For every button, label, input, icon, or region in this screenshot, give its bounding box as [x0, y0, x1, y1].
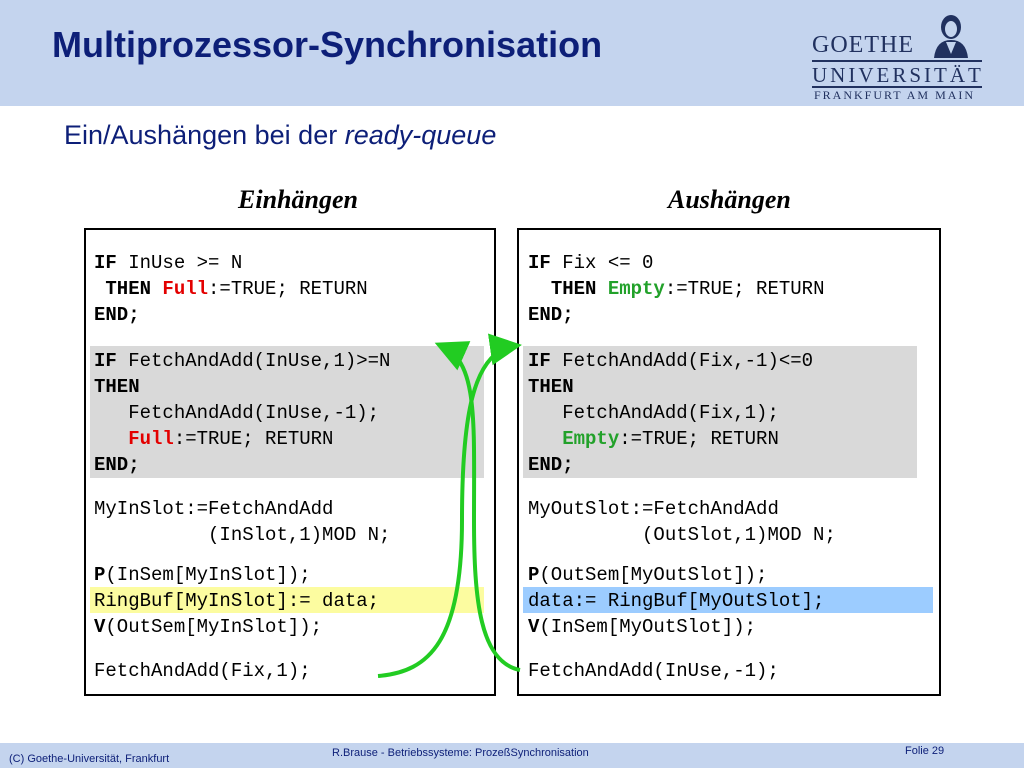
- kw-then: THEN: [550, 278, 597, 300]
- header-bar: Multiprozessor-Synchronisation GOETHE UN…: [0, 0, 1024, 106]
- code-block-fix-inc: FetchAndAdd(Fix,1);: [94, 658, 311, 684]
- code-cond: FetchAndAdd(InUse,1)>=N: [116, 350, 391, 372]
- logo-line-frankfurt: FRANKFURT AM MAIN: [814, 88, 976, 102]
- code-block-outslot: MyOutSlot:=FetchAndAdd (OutSlot,1)MOD N;: [528, 496, 836, 548]
- kw-then: THEN: [528, 376, 574, 398]
- code-line: (InSem[MyOutSlot]);: [539, 616, 757, 638]
- university-logo: GOETHE UNIVERSITÄT FRANKFURT AM MAIN: [808, 10, 988, 102]
- kw-then: THEN: [94, 376, 140, 398]
- code-cond: Fix <= 0: [550, 252, 654, 274]
- code-line: (OutSlot,1)MOD N;: [642, 524, 836, 546]
- code-block-check-full: IF InUse >= N THEN Full:=TRUE; RETURN EN…: [94, 250, 368, 328]
- code-block-fetch-inuse: IF FetchAndAdd(InUse,1)>=N THEN FetchAnd…: [94, 348, 390, 478]
- footer-course: R.Brause - Betriebssysteme: ProzeßSynchr…: [332, 747, 589, 759]
- kw-p: P: [528, 564, 540, 586]
- code-line: MyOutSlot:=FetchAndAdd: [528, 498, 779, 520]
- heading-aushaengen: Aushängen: [668, 185, 791, 214]
- code-line: FetchAndAdd(InUse,-1);: [528, 660, 779, 682]
- logo-rule-top: [812, 60, 982, 62]
- kw-if: IF: [94, 350, 117, 372]
- kw-end: END;: [528, 304, 574, 326]
- code-block-inuse-dec: FetchAndAdd(InUse,-1);: [528, 658, 779, 684]
- kw-if: IF: [528, 350, 551, 372]
- kw-if: IF: [528, 252, 551, 274]
- slide-title: Multiprozessor-Synchronisation: [52, 24, 603, 65]
- heading-einhaengen: Einhängen: [238, 185, 358, 214]
- kw-if: IF: [94, 252, 117, 274]
- footer-bar: (C) Goethe-Universität, Frankfurt R.Brau…: [0, 743, 1024, 768]
- code-line: (OutSem[MyInSlot]);: [105, 616, 323, 638]
- logo-line-universitaet: UNIVERSITÄT: [812, 63, 984, 87]
- code-block-ringbuf-get: P(OutSem[MyOutSlot]); data:= RingBuf[MyO…: [528, 562, 824, 640]
- slide-subtitle: Ein/Aushängen bei der ready-queue: [64, 120, 496, 151]
- highlight-blue-line: [523, 587, 933, 613]
- code-line: (OutSem[MyOutSlot]);: [539, 564, 768, 586]
- logo-line-goethe: GOETHE: [812, 32, 914, 58]
- code-box-aushaengen: IF Fix <= 0 THEN Empty:=TRUE; RETURN END…: [517, 228, 941, 696]
- code-line: FetchAndAdd(InUse,-1);: [128, 402, 380, 424]
- code-assign: :=TRUE; RETURN: [619, 428, 779, 450]
- highlight-gray-block: [523, 346, 917, 478]
- subtitle-prefix: Ein/Aushängen bei der: [64, 120, 345, 150]
- code-block-inslot: MyInSlot:=FetchAndAdd (InSlot,1)MOD N;: [94, 496, 390, 548]
- footer-copyright: (C) Goethe-Universität, Frankfurt: [9, 753, 170, 765]
- kw-end: END;: [94, 454, 140, 476]
- logo-rule-bottom: [812, 86, 982, 88]
- kw-end: END;: [94, 304, 140, 326]
- code-block-fetch-fix: IF FetchAndAdd(Fix,-1)<=0 THEN FetchAndA…: [528, 348, 813, 478]
- code-cond: InUse >= N: [116, 252, 243, 274]
- code-cond: FetchAndAdd(Fix,-1)<=0: [550, 350, 814, 372]
- code-block-ringbuf-put: P(InSem[MyInSlot]); RingBuf[MyInSlot]:= …: [94, 562, 379, 640]
- kw-then: THEN: [105, 278, 152, 300]
- var-empty: Empty: [562, 428, 620, 450]
- code-line: data:= RingBuf[MyOutSlot];: [528, 590, 825, 612]
- code-line: FetchAndAdd(Fix,1);: [562, 402, 779, 424]
- code-box-einhaengen: IF InUse >= N THEN Full:=TRUE; RETURN EN…: [84, 228, 496, 696]
- kw-p: P: [94, 564, 106, 586]
- code-line: (InSlot,1)MOD N;: [208, 524, 391, 546]
- code-block-check-empty: IF Fix <= 0 THEN Empty:=TRUE; RETURN END…: [528, 250, 824, 328]
- var-full: Full: [128, 428, 174, 450]
- code-line: RingBuf[MyInSlot]:= data;: [94, 590, 380, 612]
- goethe-portrait-icon: [934, 15, 968, 58]
- code-assign: :=TRUE; RETURN: [208, 278, 368, 300]
- var-empty: Empty: [607, 278, 665, 300]
- kw-end: END;: [528, 454, 574, 476]
- code-assign: :=TRUE; RETURN: [173, 428, 334, 450]
- code-line: MyInSlot:=FetchAndAdd: [94, 498, 334, 520]
- var-full: Full: [162, 278, 209, 300]
- code-assign: :=TRUE; RETURN: [664, 278, 825, 300]
- kw-v: V: [94, 616, 106, 638]
- subtitle-emphasis: ready-queue: [344, 120, 497, 150]
- code-line: FetchAndAdd(Fix,1);: [94, 660, 311, 682]
- kw-v: V: [528, 616, 540, 638]
- footer-slide-number: Folie 29: [905, 745, 945, 757]
- code-line: (InSem[MyInSlot]);: [105, 564, 311, 586]
